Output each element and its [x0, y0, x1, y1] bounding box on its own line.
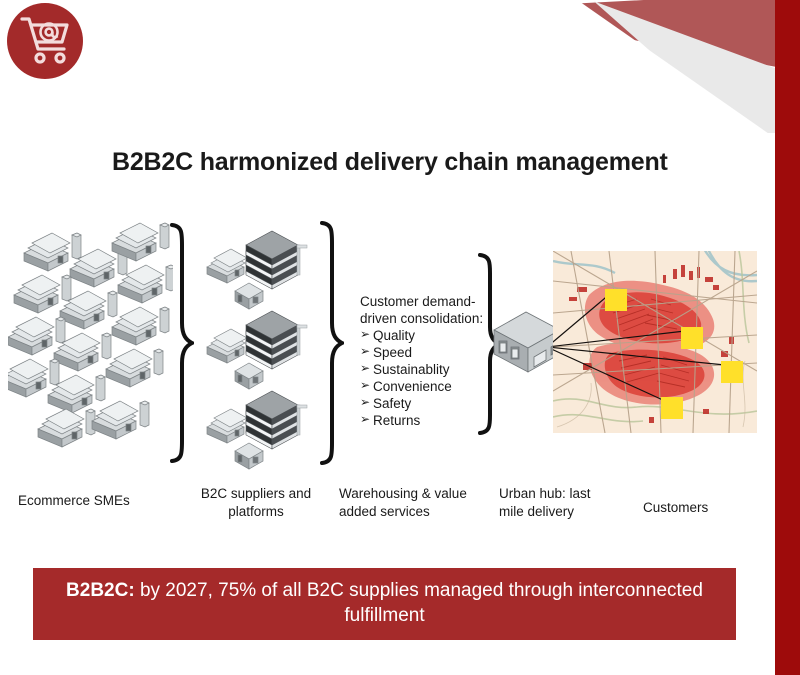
consolidation-item-label: Convenience: [373, 379, 452, 394]
consolidation-heading: Customer demand-driven consolidation:: [360, 294, 484, 326]
consolidation-item-label: Sustainablity: [373, 362, 450, 377]
consolidation-item-quality: ➢ Quality: [360, 327, 485, 344]
arrow-bullet-icon: ➢: [360, 326, 371, 341]
urban-hub-warehouse-icon: [492, 310, 564, 380]
arrow-bullet-icon: ➢: [360, 394, 371, 409]
consolidation-item-label: Returns: [373, 413, 421, 428]
arrow-bullet-icon: ➢: [360, 343, 371, 358]
consolidation-item-label: Speed: [373, 345, 413, 360]
consolidation-list: ➢ Quality ➢ Speed ➢ Sustainablity ➢ Conv…: [360, 327, 485, 429]
brace-ecommerce-smes: [168, 223, 194, 463]
footer-body: by 2027, 75% of all B2C supplies managed…: [134, 580, 703, 626]
arrow-bullet-icon: ➢: [360, 411, 371, 426]
consolidation-item-safety: ➢ Safety: [360, 395, 485, 412]
stage-labels: Ecommerce SMEs B2C suppliers and platfor…: [0, 485, 775, 535]
footer-statement: B2B2C: by 2027, 75% of all B2C supplies …: [33, 579, 736, 628]
footer-banner: B2B2C: by 2027, 75% of all B2C supplies …: [33, 568, 736, 640]
consolidation-item-sustainability: ➢ Sustainablity: [360, 361, 485, 378]
city-delivery-map: [553, 251, 757, 433]
consolidation-item-label: Quality: [373, 328, 416, 343]
consolidation-block: Customer demand-driven consolidation: ➢ …: [360, 293, 485, 429]
map-marker-group: [605, 289, 743, 419]
footer-lead: B2B2C:: [66, 580, 135, 602]
stage-label-ecommerce-smes: Ecommerce SMEs: [18, 493, 130, 508]
ecommerce-smes-cluster-icon: [8, 215, 173, 465]
stage-label-customers: Customers: [643, 500, 709, 515]
page-title: B2B2C harmonized delivery chain manageme…: [112, 148, 668, 176]
supply-chain-diagram: Customer demand-driven consolidation: ➢ …: [0, 215, 775, 535]
consolidation-item-convenience: ➢ Convenience: [360, 378, 485, 395]
stage-label-warehousing: Warehousing & value added services: [339, 486, 467, 519]
brace-b2c-suppliers: [318, 221, 344, 465]
consolidation-item-label: Safety: [373, 396, 412, 411]
shopping-cart-at-icon: [7, 3, 83, 79]
arrow-bullet-icon: ➢: [360, 377, 371, 392]
consolidation-item-returns: ➢ Returns: [360, 412, 485, 429]
decor-right-side-bar: [775, 0, 800, 675]
consolidation-item-speed: ➢ Speed: [360, 344, 485, 361]
b2c-suppliers-cluster-icon: [205, 223, 320, 470]
arrow-bullet-icon: ➢: [360, 360, 371, 375]
stage-label-b2c-suppliers: B2C suppliers and platforms: [200, 486, 312, 519]
stage-label-urban-hub: Urban hub: last mile delivery: [499, 486, 591, 519]
